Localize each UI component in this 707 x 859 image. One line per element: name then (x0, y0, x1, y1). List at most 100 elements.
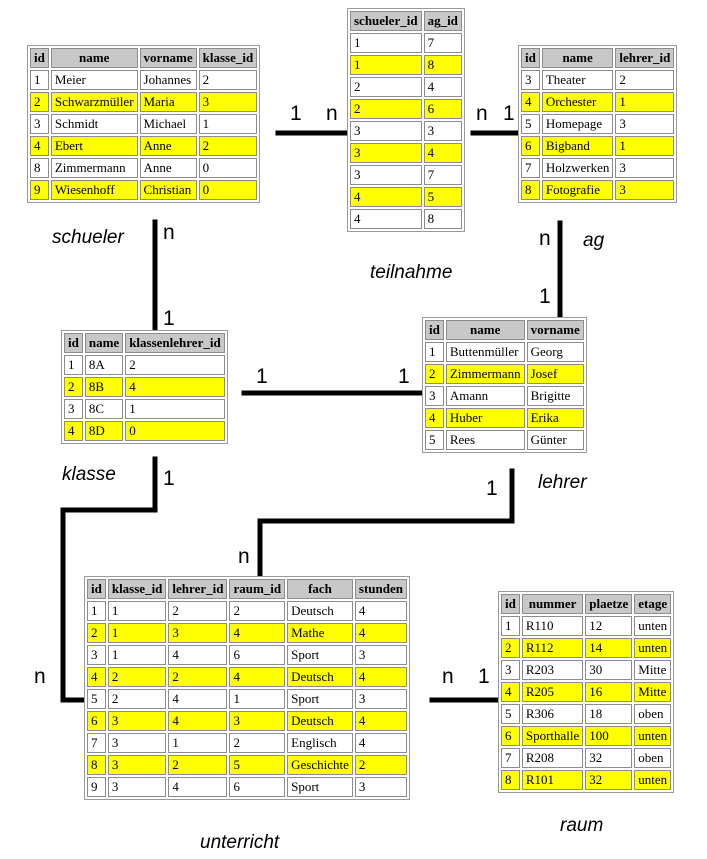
table-cell: 4 (350, 209, 422, 229)
cardinality-schueler-klasse-n: n (163, 221, 175, 244)
table-cell: Sport (287, 777, 353, 797)
column-header: name (84, 333, 124, 353)
table-cell: 2 (107, 667, 167, 687)
table-cell: 2 (168, 755, 228, 775)
table-cell: 2 (198, 70, 258, 90)
table-cell: 3 (354, 689, 407, 709)
table-cell: R306 (521, 704, 584, 724)
table-cell: 4 (168, 777, 228, 797)
cardinality-raum-unterricht-1: 1 (478, 665, 490, 688)
table-cell: 8B (84, 377, 124, 397)
cardinality-ag-lehrer-n: n (539, 227, 551, 250)
table-cell: 8 (87, 755, 106, 775)
column-header: lehrer_id (615, 48, 675, 68)
table-cell: 6 (521, 136, 540, 156)
table-cell: 4 (354, 601, 407, 621)
table-cell: 4 (521, 92, 540, 112)
column-header: lehrer_id (168, 579, 228, 599)
table-cell: 6 (501, 726, 520, 746)
table-cell: 5 (423, 187, 462, 207)
table-cell: Theater (541, 70, 614, 90)
table-cell: 8 (423, 55, 462, 75)
table-cell: 3 (615, 180, 675, 200)
table-cell: 2 (198, 136, 258, 156)
table-cell: 1 (87, 601, 106, 621)
table-cell: 2 (229, 601, 286, 621)
table-cell: 100 (585, 726, 633, 746)
table-cell: 5 (87, 689, 106, 709)
table-cell: Schwarzmüller (50, 92, 138, 112)
table-cell: 8A (84, 355, 124, 375)
table-cell: 2 (87, 623, 106, 643)
table-cell: 3 (350, 165, 422, 185)
table-cell: 32 (585, 748, 633, 768)
table-cell: 4 (350, 187, 422, 207)
table-cell: 3 (354, 645, 407, 665)
table-cell: Johannes (139, 70, 197, 90)
table-cell: Deutsch (287, 711, 353, 731)
table-cell: Wiesenhoff (50, 180, 138, 200)
table-cell: 1 (615, 136, 675, 156)
column-header: id (30, 48, 49, 68)
table-cell: 4 (64, 421, 83, 441)
table-cell: 2 (425, 364, 444, 384)
table-cell: Schmidt (50, 114, 138, 134)
cardinality-lehrer-unterricht-1: 1 (486, 477, 498, 500)
table-cell: Sport (287, 645, 353, 665)
table-cell: unten (634, 726, 672, 746)
column-header: klasse_id (107, 579, 167, 599)
table-cell: 4 (168, 645, 228, 665)
table-cell: 2 (615, 70, 675, 90)
column-header: fach (287, 579, 353, 599)
table-cell: 2 (125, 355, 225, 375)
table-cell: 3 (107, 777, 167, 797)
column-header: nummer (521, 594, 584, 614)
table-cell: 4 (168, 689, 228, 709)
column-header: vorname (139, 48, 197, 68)
cardinality-klasse-lehrer-1: 1 (256, 365, 268, 388)
column-header: vorname (526, 320, 584, 340)
table-cell: R205 (521, 682, 584, 702)
table-cell: 8 (30, 158, 49, 178)
column-header: name (541, 48, 614, 68)
table-cell: 8 (521, 180, 540, 200)
table-cell: R110 (521, 616, 584, 636)
table-cell: 0 (198, 158, 258, 178)
table-cell: Zimmermann (445, 364, 525, 384)
table-cell: 0 (125, 421, 225, 441)
table-label-schueler: schueler (52, 227, 124, 248)
table-cell: Bigband (541, 136, 614, 156)
table-cell: 6 (229, 777, 286, 797)
table-cell: 1 (350, 33, 422, 53)
table-cell: Georg (526, 342, 584, 362)
table-cell: Buttenmüller (445, 342, 525, 362)
table-cell: 1 (350, 55, 422, 75)
table-cell: 0 (198, 180, 258, 200)
column-header: raum_id (229, 579, 286, 599)
table-cell: 1 (198, 114, 258, 134)
table-cell: 4 (354, 711, 407, 731)
table-cell: 4 (87, 667, 106, 687)
cardinality-unterricht-lehrer-n: n (238, 545, 250, 568)
cardinality-lehrer-klasse-1: 1 (398, 365, 410, 388)
table-cell: 4 (425, 408, 444, 428)
